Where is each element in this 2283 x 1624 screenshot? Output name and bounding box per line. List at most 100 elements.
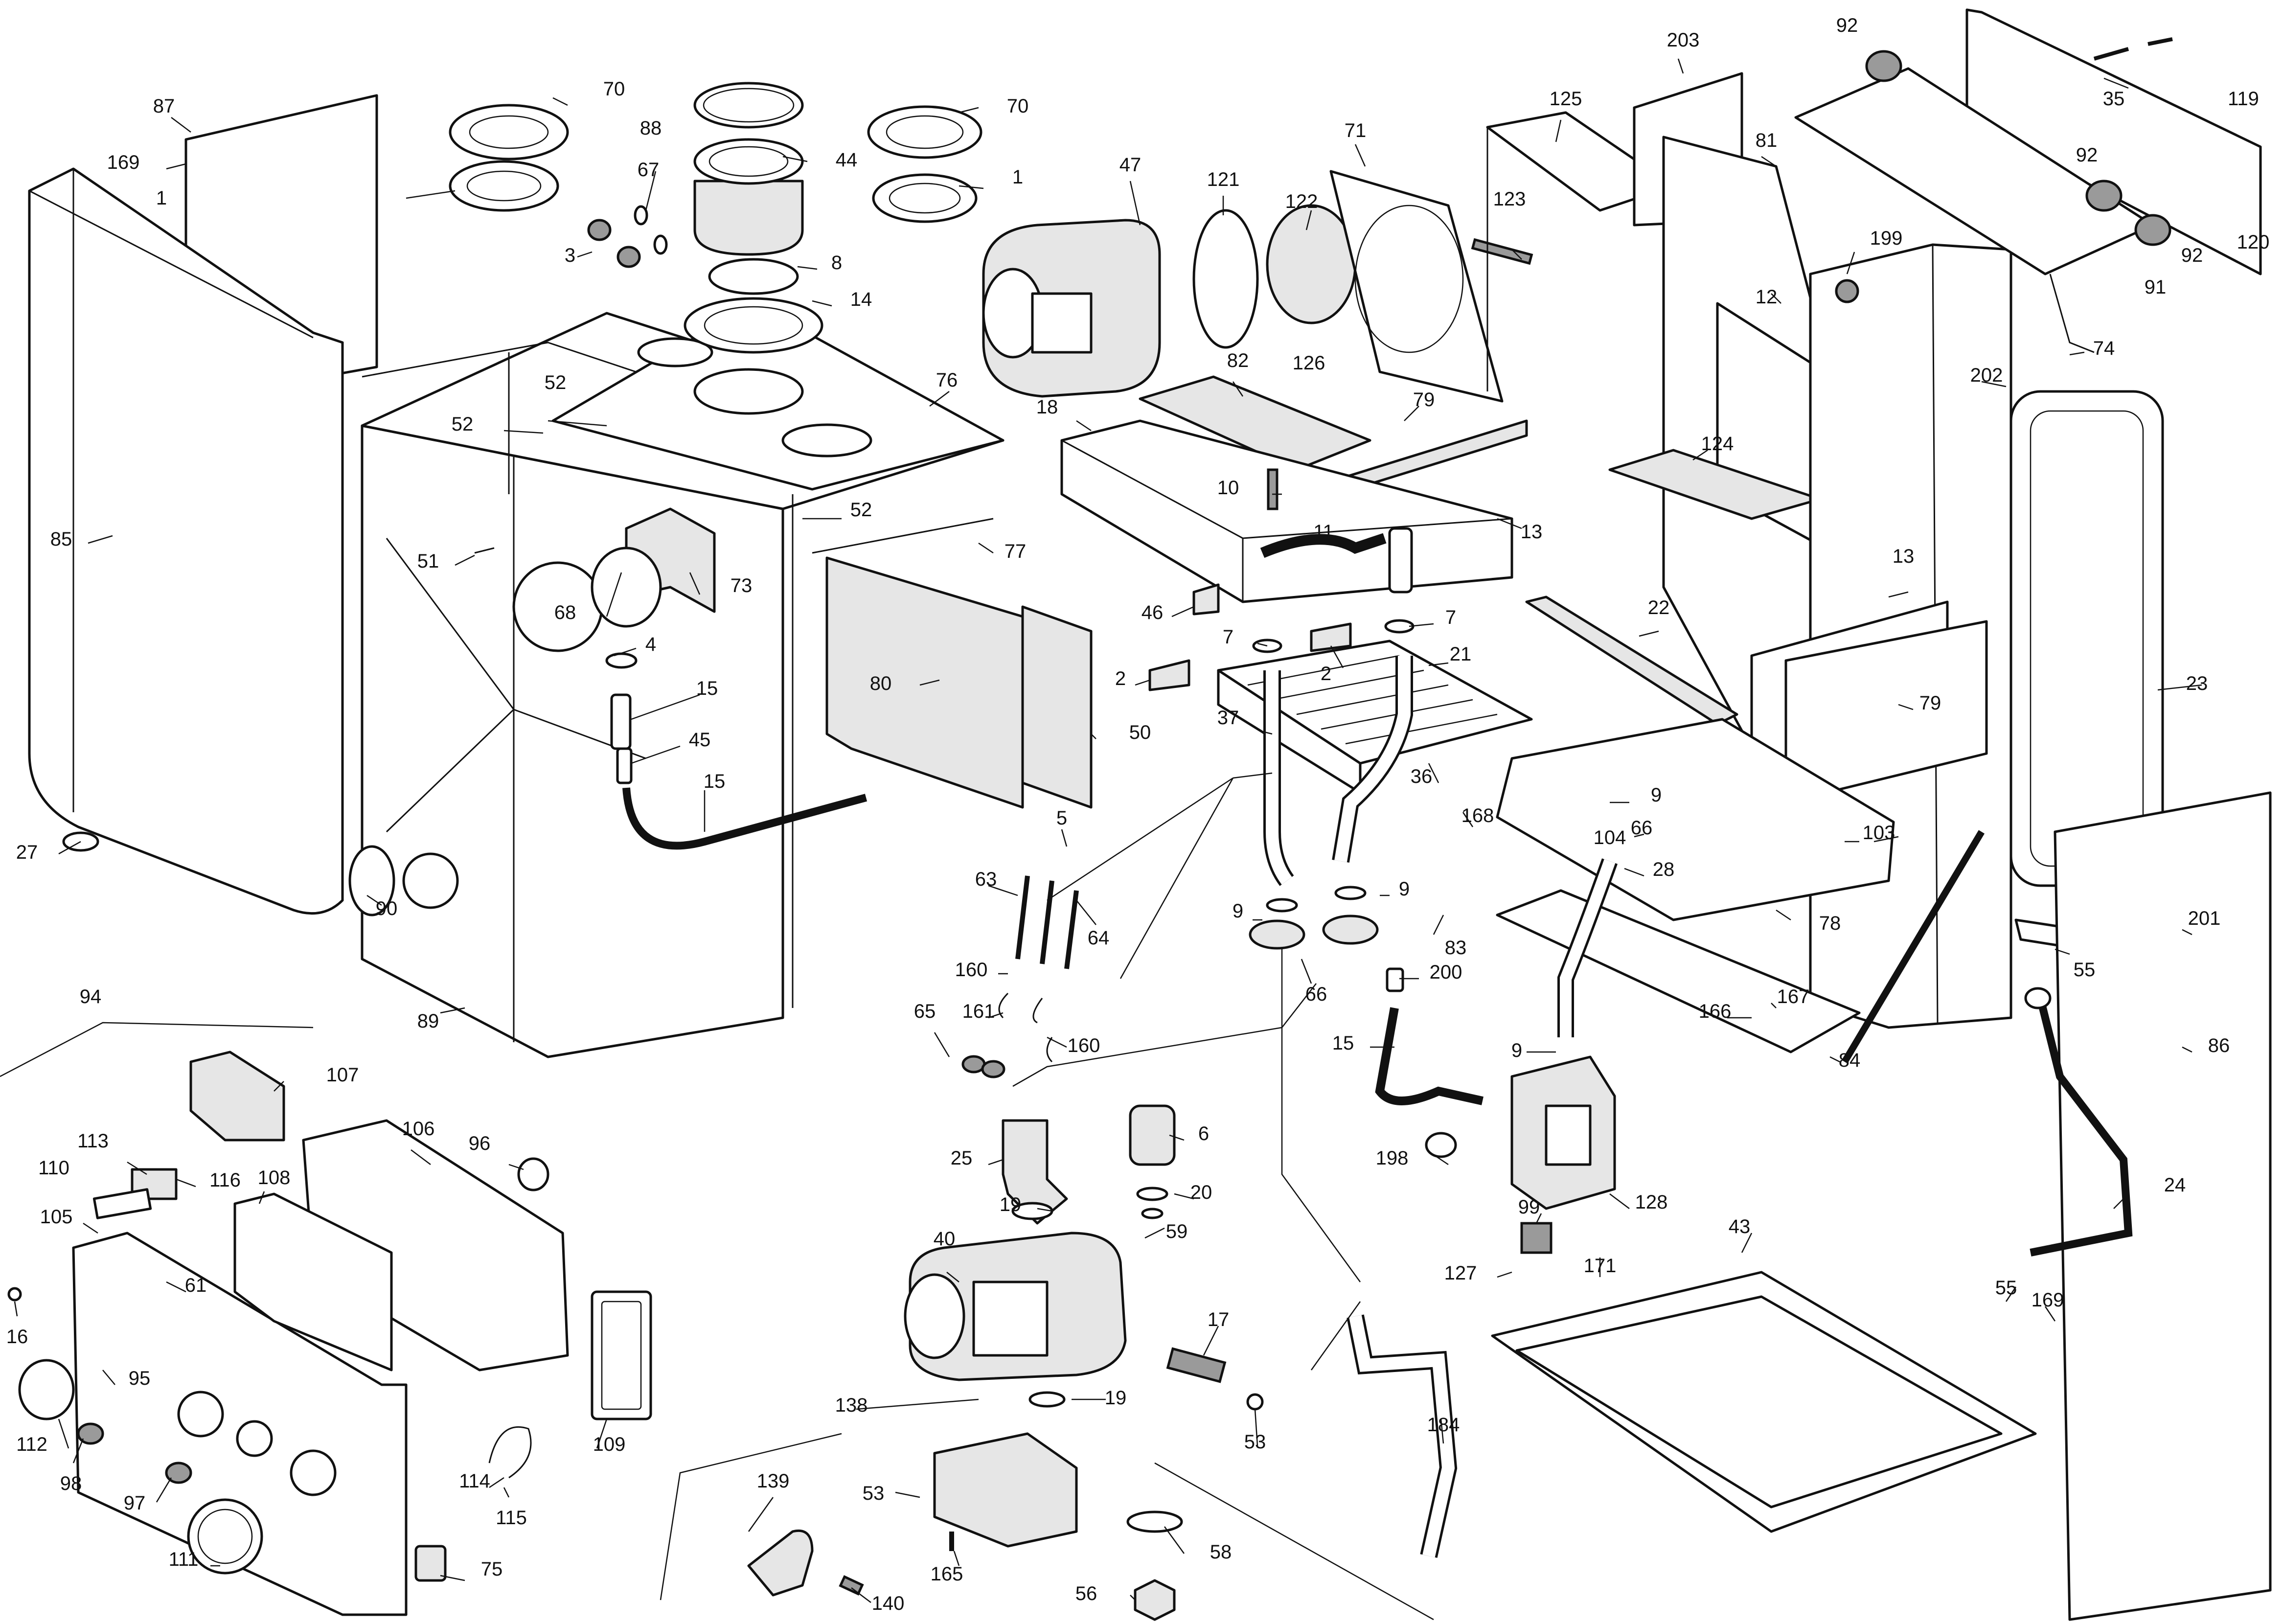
part-label-78: 78 [1819, 913, 1841, 934]
part-label-46: 46 [1142, 602, 1164, 623]
part-label-166: 166 [1699, 1001, 1732, 1022]
part-label-6: 6 [1198, 1123, 1209, 1144]
part-label-8: 8 [831, 252, 842, 274]
bottom-tray-78 [1496, 718, 1895, 921]
seal-20 [1136, 1187, 1168, 1201]
part-label-9: 9 [1651, 784, 1662, 806]
part-label-92: 92 [1836, 15, 1858, 36]
part-label-77: 77 [1005, 541, 1027, 562]
rear-panel-86 [2054, 791, 2272, 1621]
part-label-160: 160 [955, 959, 988, 981]
part-label-92: 92 [2181, 245, 2203, 266]
part-label-82: 82 [1227, 350, 1249, 371]
part-label-198: 198 [1376, 1147, 1409, 1169]
o-ring-121 [1192, 209, 1259, 349]
control-fascia-105 [72, 1232, 408, 1616]
part-label-70: 70 [1007, 95, 1029, 117]
seal-9-b [1334, 886, 1367, 900]
part-label-127: 127 [1444, 1262, 1477, 1284]
part-label-96: 96 [469, 1133, 491, 1154]
part-label-168: 168 [1461, 805, 1494, 826]
rail-52 [362, 342, 637, 378]
part-label-107: 107 [326, 1064, 359, 1086]
part-label-15: 15 [704, 771, 726, 792]
seal-9-a [1266, 898, 1298, 913]
fitting-198 [1425, 1132, 1457, 1158]
clip-2-left [1148, 659, 1190, 691]
nut-56 [1134, 1579, 1176, 1621]
tube-15 [610, 693, 632, 750]
part-label-14: 14 [850, 289, 872, 310]
part-label-19: 19 [1000, 1194, 1022, 1215]
part-label-61: 61 [185, 1275, 207, 1296]
part-label-104: 104 [1594, 827, 1626, 848]
part-label-9: 9 [1233, 900, 1243, 922]
knob-97 [165, 1462, 192, 1484]
gasket-1-left [449, 160, 559, 212]
part-label-90: 90 [376, 898, 398, 919]
gauge-111 [187, 1498, 263, 1575]
clamp-92-b [2085, 180, 2123, 212]
washer-58 [1126, 1510, 1183, 1533]
clamp-92-c [2134, 214, 2171, 246]
part-label-114: 114 [459, 1470, 490, 1492]
part-label-123: 123 [1493, 188, 1526, 210]
part-label-52: 52 [452, 413, 474, 435]
part-label-116: 116 [209, 1169, 241, 1191]
cap-65 [961, 1055, 986, 1074]
part-label-27: 27 [16, 842, 38, 863]
part-label-103: 103 [1863, 822, 1895, 844]
plug-96 [517, 1157, 549, 1191]
part-label-85: 85 [50, 528, 72, 550]
part-label-9: 9 [1399, 878, 1410, 900]
part-label-2: 2 [1115, 668, 1126, 689]
part-label-79: 79 [1413, 389, 1435, 411]
part-label-12: 12 [1756, 286, 1778, 308]
cable-tie-114 [488, 1426, 532, 1479]
seal-8 [708, 258, 799, 295]
part-label-40: 40 [934, 1228, 956, 1250]
part-label-43: 43 [1729, 1216, 1751, 1237]
part-label-139: 139 [757, 1470, 790, 1492]
part-label-97: 97 [124, 1492, 146, 1514]
pipe-24 [2030, 997, 2133, 1257]
electrode-10 [1267, 468, 1278, 510]
part-label-99: 99 [1518, 1196, 1540, 1218]
sensor-17 [1166, 1347, 1227, 1383]
part-label-64: 64 [1088, 927, 1110, 949]
gasket-1-right [872, 173, 978, 223]
part-label-86: 86 [2208, 1035, 2230, 1056]
gasket-70-right [867, 105, 982, 159]
pipe-11 [1260, 533, 1387, 558]
pcb-108 [233, 1192, 393, 1372]
part-label-67: 67 [638, 159, 660, 181]
part-label-167: 167 [1777, 986, 1810, 1007]
nut-66-a [1249, 919, 1305, 950]
part-label-110: 110 [38, 1157, 69, 1179]
part-label-75: 75 [481, 1558, 503, 1580]
part-label-68: 68 [554, 602, 576, 623]
hose-15 [622, 787, 868, 850]
part-label-113: 113 [77, 1130, 109, 1152]
part-label-66: 66 [1631, 817, 1653, 839]
seal-59 [1141, 1208, 1164, 1219]
ring-88 [693, 82, 804, 129]
part-label-109: 109 [593, 1434, 626, 1455]
bracket-74 [2049, 274, 2095, 353]
part-label-124: 124 [1701, 433, 1734, 455]
part-label-52: 52 [850, 499, 872, 521]
part-label-17: 17 [1208, 1309, 1230, 1330]
cap-3 [587, 219, 612, 241]
part-label-22: 22 [1648, 597, 1670, 618]
part-label-1: 1 [1012, 166, 1023, 188]
part-label-20: 20 [1190, 1182, 1212, 1203]
part-label-37: 37 [1217, 707, 1239, 729]
part-label-84: 84 [1839, 1050, 1861, 1071]
part-label-53: 53 [1244, 1431, 1266, 1453]
part-label-2: 2 [1321, 663, 1331, 685]
baffle-80 [825, 556, 1024, 809]
part-label-171: 171 [1584, 1255, 1617, 1277]
elbow-139 [747, 1530, 814, 1597]
part-label-108: 108 [258, 1167, 291, 1189]
part-label-3: 3 [565, 245, 575, 266]
